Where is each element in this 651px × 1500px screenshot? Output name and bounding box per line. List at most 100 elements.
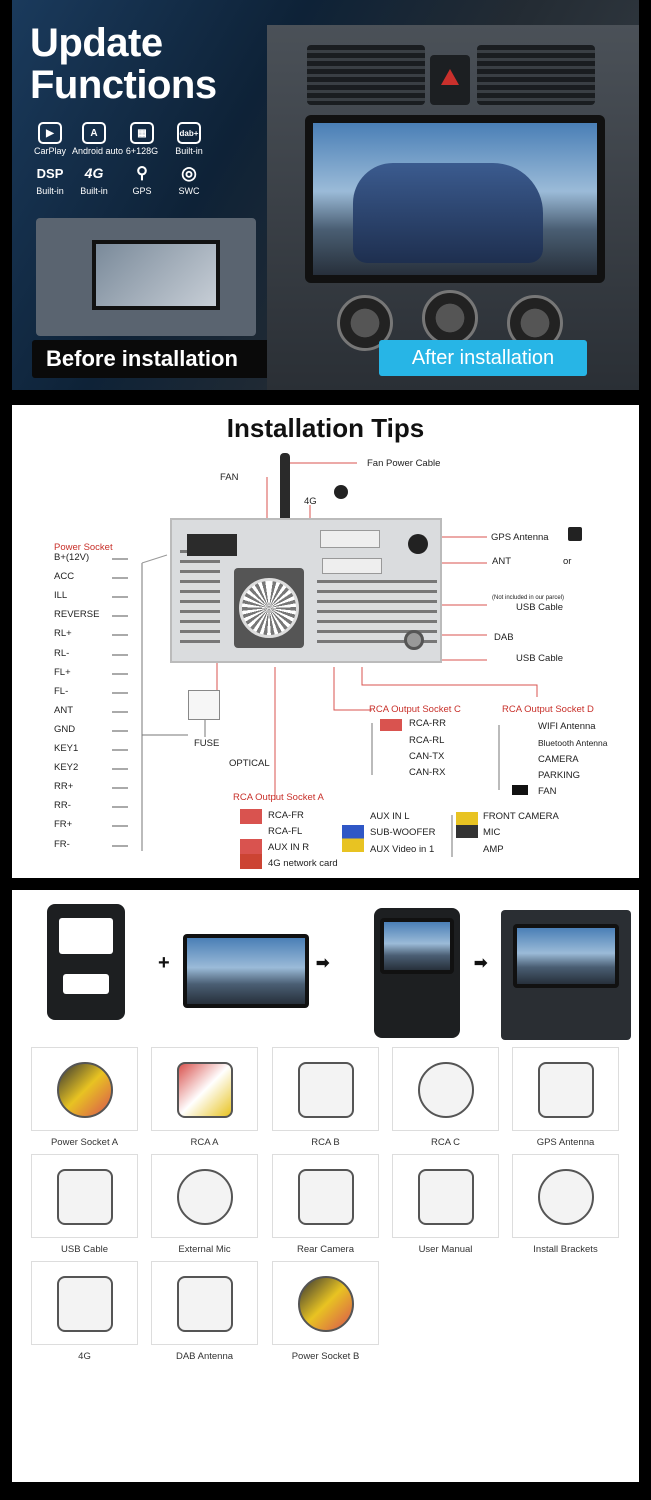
dab-label: DAB xyxy=(494,632,514,643)
after-installation-label: After installation xyxy=(379,340,587,376)
4g-icon: 4G xyxy=(84,165,104,181)
head-unit-image xyxy=(183,934,309,1008)
power-wire xyxy=(112,615,128,618)
accessory-item xyxy=(31,1261,138,1345)
ant-label: ANT xyxy=(492,556,511,567)
camera-icon xyxy=(298,1169,354,1225)
power-pin-label: ANT xyxy=(54,704,73,716)
power-pin-label: GND xyxy=(54,723,76,735)
dsp-icon: DSP xyxy=(36,165,64,181)
climate-knob xyxy=(422,290,478,346)
power-pin-label: ACC xyxy=(54,571,75,583)
power-wire xyxy=(112,844,128,847)
accessory-item xyxy=(151,1154,258,1238)
accessory-label: DAB Antenna xyxy=(175,1351,234,1362)
power-wire xyxy=(112,596,128,599)
rca-cable-icon xyxy=(418,1062,474,1118)
installation-tips-title: Installation Tips xyxy=(226,413,425,443)
power-wire xyxy=(112,653,128,656)
accessory-label: GPS Antenna xyxy=(536,1137,595,1148)
accessory-item xyxy=(31,1154,138,1238)
power-wire xyxy=(112,749,128,751)
power-wire xyxy=(112,691,128,694)
dash-frame-image xyxy=(47,904,125,1020)
accessory-label: Install Brackets xyxy=(533,1244,598,1255)
chip-icon: ▦ xyxy=(130,122,154,144)
gps-icon: ⚲ xyxy=(136,165,148,182)
suv-image xyxy=(353,163,543,263)
rca-a-item: RCA-FR xyxy=(268,810,304,821)
gps-antenna-icon xyxy=(538,1062,594,1118)
rca-c-item: RCA-RR xyxy=(409,718,446,729)
optical-label: OPTICAL xyxy=(229,758,270,769)
accessory-item xyxy=(392,1047,499,1131)
dab-antenna-icon xyxy=(177,1276,233,1332)
power-socket-title: Power Socket xyxy=(54,542,113,553)
power-connector xyxy=(187,534,237,556)
feature-swc: ◎SWC xyxy=(178,162,200,197)
feature-dab: dab+Built-in xyxy=(167,122,211,156)
fan-connector-icon xyxy=(512,785,528,795)
accessory-item xyxy=(272,1154,379,1238)
power-pin-label: FR- xyxy=(54,838,70,850)
after-installation-dashboard-image xyxy=(267,25,639,390)
banner-title: Update Functions xyxy=(30,21,217,107)
accessory-label: 4G xyxy=(78,1351,91,1362)
rca-c-item: RCA-RL xyxy=(409,735,445,746)
rca-c-plugs xyxy=(380,719,402,743)
accessory-label: RCA C xyxy=(430,1137,461,1148)
aux-plugs xyxy=(342,812,364,852)
accessory-label: RCA B xyxy=(311,1137,340,1148)
power-wire xyxy=(112,672,128,675)
accessory-label: User Manual xyxy=(418,1244,473,1255)
rca-d-item: Bluetooth Antenna xyxy=(538,738,608,748)
accessory-item xyxy=(392,1154,499,1238)
power-pin-label: RR+ xyxy=(54,781,74,793)
rca-a-item: RCA-FL xyxy=(268,826,303,837)
head-unit-screen xyxy=(305,115,605,283)
rca-connector xyxy=(320,530,380,548)
rca-a-item: 4G network card xyxy=(268,858,338,869)
power-wire xyxy=(112,768,128,771)
before-installation-stereo-image xyxy=(36,218,256,336)
feature-gps: ⚲GPS xyxy=(120,162,164,196)
camera-item: FRONT CAMERA xyxy=(483,811,559,822)
power-pin-label: FL- xyxy=(54,685,69,697)
steering-wheel-icon: ◎ xyxy=(181,162,197,183)
rca-a-title: RCA Output Socket A xyxy=(233,792,324,803)
installed-dashboard-image xyxy=(501,910,631,1040)
arrow-icon: ➡ xyxy=(316,955,330,972)
usb-cable-label: USB Cable xyxy=(516,602,563,613)
power-pin-label: RL- xyxy=(54,647,70,659)
accessory-item xyxy=(151,1047,258,1131)
power-pin-label: RR- xyxy=(54,800,71,812)
usb-cable-icon xyxy=(57,1169,113,1225)
4g-antenna-icon xyxy=(57,1276,113,1332)
antenna-port xyxy=(408,534,428,554)
power-pin-label: REVERSE xyxy=(54,609,100,621)
rca-c-title: RCA Output Socket C xyxy=(369,704,461,715)
rca-a-plugs xyxy=(240,809,262,869)
camera-item: MIC xyxy=(483,827,501,838)
not-included-note: (Not included in our parcel) xyxy=(492,595,565,601)
4g-label: 4G xyxy=(304,496,317,507)
accessory-label: Rear Camera xyxy=(296,1244,355,1255)
feature-carplay: ▶CarPlay xyxy=(28,122,72,156)
power-wire xyxy=(112,710,128,713)
accessory-item xyxy=(31,1047,138,1131)
accessory-item xyxy=(272,1047,379,1131)
manual-icon xyxy=(418,1169,474,1225)
rca-a-item: AUX IN R xyxy=(268,842,310,853)
cooling-fan-image xyxy=(234,568,304,648)
power-wire xyxy=(112,634,128,637)
plus-icon: + xyxy=(158,952,170,974)
hazard-icon xyxy=(430,55,470,105)
accessory-label: Power Socket B xyxy=(291,1351,360,1362)
rca-d-item: PARKING xyxy=(538,770,581,781)
climate-knob xyxy=(337,295,393,351)
feature-storage: ▦6+128G xyxy=(120,122,164,156)
accessory-label: USB Cable xyxy=(61,1244,108,1255)
